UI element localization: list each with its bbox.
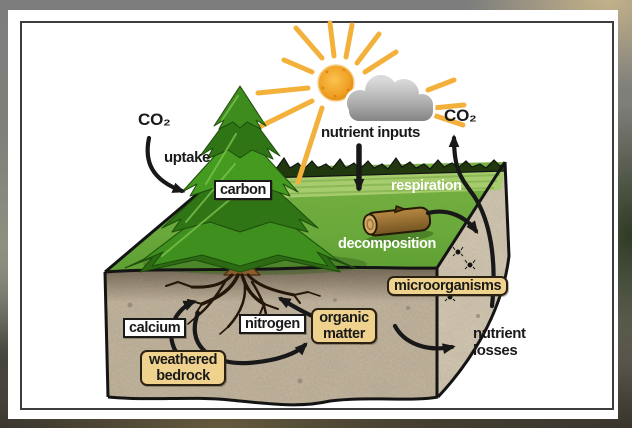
respiration-label: respiration <box>391 178 462 194</box>
uptake-arrow <box>145 135 186 194</box>
sun-speckles <box>321 68 350 98</box>
decomposition-label: decomposition <box>338 236 436 252</box>
calcium-label: calcium <box>123 318 187 339</box>
co2-right-label: CO₂ <box>444 106 477 125</box>
nutrient-inputs-label: nutrient inputs <box>321 124 420 141</box>
flow-arrows <box>145 134 496 366</box>
co2-release-arrow <box>448 134 496 309</box>
nitrogen-cycle-arrow <box>192 310 308 366</box>
microorganisms-label: microorganisms <box>387 276 509 297</box>
co2-left-label: CO₂ <box>138 110 171 129</box>
decomposition-arrow <box>425 209 479 235</box>
nitrogen-label: nitrogen <box>239 314 306 335</box>
weathered-bedrock-label: weathered bedrock <box>140 350 226 387</box>
nutrient-losses-arrow <box>392 323 456 355</box>
carbon-label: carbon <box>214 180 272 201</box>
log-icon <box>362 205 434 244</box>
roots-icon <box>165 273 321 335</box>
organic-matter-label: organic matter <box>311 308 377 345</box>
tree-highlights <box>161 95 239 257</box>
uptake-label: uptake <box>164 149 210 166</box>
nutrient-losses-label: nutrient losses <box>473 325 526 359</box>
cloud-icon <box>344 72 436 124</box>
